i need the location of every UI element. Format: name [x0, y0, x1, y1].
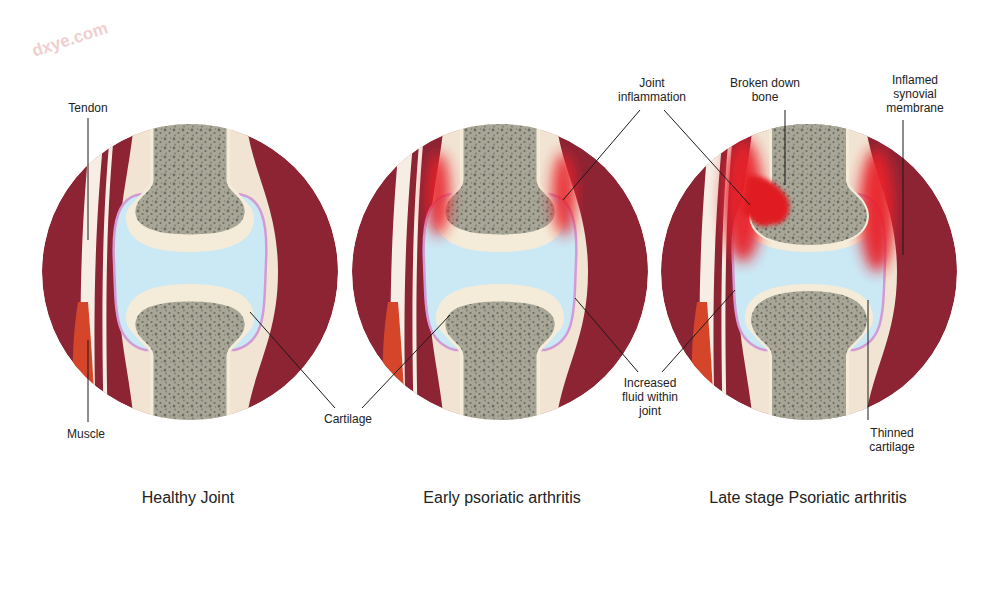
stage-caption: Late stage Psoriatic arthritis [663, 488, 953, 508]
part-label: Inflamed synovial membrane [879, 73, 951, 115]
watermark: dxye.com [15, 13, 126, 66]
stage-caption: Healthy Joint [48, 488, 328, 508]
part-label: Cartilage [308, 412, 388, 426]
part-label: Broken down bone [725, 76, 805, 104]
healthy-joint [42, 102, 338, 434]
early-joint [352, 102, 648, 434]
part-label: Thinned cartilage [861, 426, 923, 454]
late-joint [661, 102, 957, 434]
leader-lines [88, 110, 903, 422]
part-label: Tendon [53, 101, 123, 115]
part-label: Increased fluid within joint [618, 376, 682, 418]
eroded-bone [743, 176, 789, 226]
stage-caption: Early psoriatic arthritis [362, 488, 642, 508]
part-label: Muscle [51, 427, 121, 441]
part-label: Joint inflammation [607, 76, 697, 104]
